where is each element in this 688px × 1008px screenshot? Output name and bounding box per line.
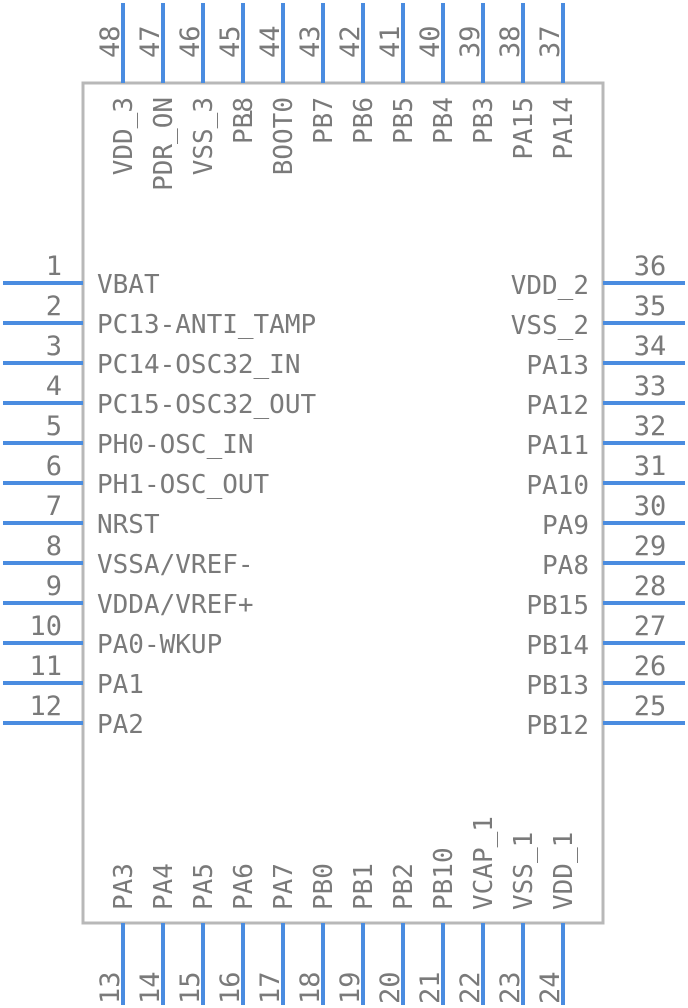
pin-label-vbat: VBAT bbox=[97, 270, 160, 300]
pin-label-nrst: NRST bbox=[97, 510, 160, 540]
pin-2-number: 2 bbox=[46, 291, 62, 322]
pin-15-number: 15 bbox=[175, 971, 206, 1004]
ic-body-outline bbox=[81, 81, 605, 925]
pin-12-number: 12 bbox=[29, 691, 62, 722]
pin-label-pa11: PA11 bbox=[526, 431, 589, 461]
pin-label-pc13-anti-tamp: PC13-ANTI_TAMP bbox=[97, 310, 316, 340]
pin-36-number: 36 bbox=[634, 251, 667, 282]
pin-label-vss-2: VSS_2 bbox=[511, 311, 589, 341]
pin-label-pa4: PA4 bbox=[149, 863, 179, 910]
pin-label-pb7: PB7 bbox=[309, 97, 339, 144]
pin-5-number: 5 bbox=[46, 411, 62, 442]
pin-label-vssa-vref: VSSA/VREF- bbox=[97, 550, 254, 580]
pin-label-vdda-vref: VDDA/VREF+ bbox=[97, 590, 254, 620]
pin-label-pc15-osc32-out: PC15-OSC32_OUT bbox=[97, 390, 316, 420]
pin-17-number: 17 bbox=[255, 971, 286, 1004]
pin-18-number: 18 bbox=[295, 971, 326, 1004]
pin-4-number: 4 bbox=[46, 371, 62, 402]
pin-40-number: 40 bbox=[415, 25, 446, 58]
pin-label-pb3: PB3 bbox=[469, 97, 499, 144]
pin-label-pa14: PA14 bbox=[549, 97, 579, 160]
pin-6-number: 6 bbox=[46, 451, 62, 482]
pin-11-number: 11 bbox=[29, 651, 62, 682]
pin-35-number: 35 bbox=[634, 291, 667, 322]
pin-46-number: 46 bbox=[175, 25, 206, 58]
pin-39-number: 39 bbox=[455, 25, 486, 58]
pin-label-pb6: PB6 bbox=[349, 97, 379, 144]
pin-41-number: 41 bbox=[375, 25, 406, 58]
pin-label-pa9: PA9 bbox=[542, 511, 589, 541]
pin-1-number: 1 bbox=[46, 251, 62, 282]
pin-label-pb14: PB14 bbox=[526, 631, 589, 661]
pin-38-number: 38 bbox=[495, 25, 526, 58]
pin-23-number: 23 bbox=[495, 971, 526, 1004]
pin-label-pb13: PB13 bbox=[526, 671, 589, 701]
pin-label-pb4: PB4 bbox=[429, 97, 459, 144]
pin-37-number: 37 bbox=[535, 25, 566, 58]
pin-label-vdd-2: VDD_2 bbox=[511, 271, 589, 301]
pin-33-number: 33 bbox=[634, 371, 667, 402]
pin-label-pdr-on: PDR_ON bbox=[149, 97, 179, 191]
pin-16-number: 16 bbox=[215, 971, 246, 1004]
pin-21-number: 21 bbox=[415, 971, 446, 1004]
pin-label-pa15: PA15 bbox=[509, 97, 539, 160]
pin-label-pa2: PA2 bbox=[97, 710, 144, 740]
pin-45-number: 45 bbox=[215, 25, 246, 58]
pin-42-number: 42 bbox=[335, 25, 366, 58]
pin-label-pb12: PB12 bbox=[526, 711, 589, 741]
pin-label-pa10: PA10 bbox=[526, 471, 589, 501]
pin-label-pa3: PA3 bbox=[109, 863, 139, 910]
pin-10-number: 10 bbox=[29, 611, 62, 642]
pin-34-number: 34 bbox=[634, 331, 667, 362]
pin-label-pb5: PB5 bbox=[389, 97, 419, 144]
pin-label-ph1-osc-out: PH1-OSC_OUT bbox=[97, 470, 270, 500]
pin-label-pa8: PA8 bbox=[542, 551, 589, 581]
pin-28-number: 28 bbox=[634, 571, 667, 602]
pin-32-number: 32 bbox=[634, 411, 667, 442]
pin-label-pa6: PA6 bbox=[229, 863, 259, 910]
pin-label-pa0-wkup: PA0-WKUP bbox=[97, 630, 222, 660]
pin-label-pb1: PB1 bbox=[349, 863, 379, 910]
pin-26-number: 26 bbox=[634, 651, 667, 682]
pin-label-vdd-1: VDD_1 bbox=[549, 832, 579, 910]
pin-22-number: 22 bbox=[455, 971, 486, 1004]
pin-label-pb15: PB15 bbox=[526, 591, 589, 621]
pin-label-pb2: PB2 bbox=[389, 863, 419, 910]
pin-label-pc14-osc32-in: PC14-OSC32_IN bbox=[97, 350, 301, 380]
pin-9-number: 9 bbox=[46, 571, 62, 602]
pin-47-number: 47 bbox=[135, 25, 166, 58]
pin-label-pa1: PA1 bbox=[97, 670, 144, 700]
pin-label-vdd-3: VDD_3 bbox=[109, 97, 139, 175]
pin-label-pb10: PB10 bbox=[429, 847, 459, 910]
pin-label-ph0-osc-in: PH0-OSC_IN bbox=[97, 430, 254, 460]
pin-44-number: 44 bbox=[255, 25, 286, 58]
pin-label-pb0: PB0 bbox=[309, 863, 339, 910]
pin-13-number: 13 bbox=[95, 971, 126, 1004]
pin-label-vss-3: VSS_3 bbox=[189, 97, 219, 175]
pin-8-number: 8 bbox=[46, 531, 62, 562]
pin-label-pa13: PA13 bbox=[526, 351, 589, 381]
pin-19-number: 19 bbox=[335, 971, 366, 1004]
pin-14-number: 14 bbox=[135, 971, 166, 1004]
pin-label-boot0: BOOT0 bbox=[269, 97, 299, 175]
pin-29-number: 29 bbox=[634, 531, 667, 562]
pin-7-number: 7 bbox=[46, 491, 62, 522]
pin-label-pa12: PA12 bbox=[526, 391, 589, 421]
pin-20-number: 20 bbox=[375, 971, 406, 1004]
pin-label-pa7: PA7 bbox=[269, 863, 299, 910]
pin-43-number: 43 bbox=[295, 25, 326, 58]
pin-label-vss-1: VSS_1 bbox=[509, 832, 539, 910]
pin-label-vcap-1: VCAP_1 bbox=[469, 816, 499, 910]
pin-label-pa5: PA5 bbox=[189, 863, 219, 910]
pin-31-number: 31 bbox=[634, 451, 667, 482]
pin-48-number: 48 bbox=[95, 25, 126, 58]
pin-30-number: 30 bbox=[634, 491, 667, 522]
pin-label-pb8: PB8 bbox=[229, 97, 259, 144]
pin-27-number: 27 bbox=[634, 611, 667, 642]
pin-24-number: 24 bbox=[535, 971, 566, 1004]
pin-3-number: 3 bbox=[46, 331, 62, 362]
pin-25-number: 25 bbox=[634, 691, 667, 722]
